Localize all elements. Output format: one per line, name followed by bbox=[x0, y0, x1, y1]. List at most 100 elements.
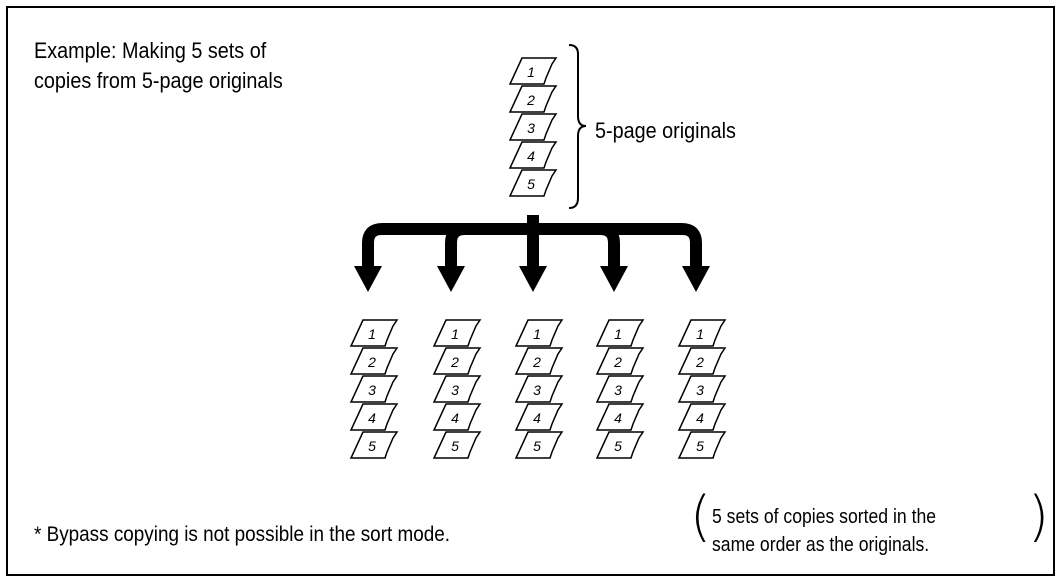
page-outline bbox=[508, 113, 558, 141]
sorted-note-line-2: same order as the originals. bbox=[712, 534, 930, 556]
page-number: 1 bbox=[527, 64, 535, 80]
page-number: 3 bbox=[696, 382, 704, 398]
page-outline bbox=[349, 319, 399, 347]
page-number: 2 bbox=[613, 354, 622, 370]
page-sheet: 5 bbox=[432, 431, 482, 459]
page-number: 5 bbox=[533, 438, 541, 454]
page-sheet: 3 bbox=[595, 375, 645, 403]
page-number: 4 bbox=[533, 410, 541, 426]
page-sheet: 2 bbox=[514, 347, 564, 375]
page-number: 5 bbox=[527, 176, 535, 192]
page-sheet: 2 bbox=[508, 85, 558, 113]
page-outline bbox=[595, 403, 645, 431]
page-sheet: 2 bbox=[349, 347, 399, 375]
arrow-branch-left bbox=[362, 223, 533, 268]
page-sheet: 3 bbox=[349, 375, 399, 403]
page-number: 4 bbox=[527, 148, 535, 164]
page-sheet: 1 bbox=[432, 319, 482, 347]
page-outline bbox=[595, 375, 645, 403]
page-outline bbox=[432, 431, 482, 459]
page-sheet: 1 bbox=[349, 319, 399, 347]
page-sheet: 5 bbox=[595, 431, 645, 459]
sorted-note-close-paren: ) bbox=[1028, 485, 1050, 548]
originals-brace bbox=[568, 44, 587, 209]
page-outline bbox=[677, 375, 727, 403]
sorted-note: 5 sets of copies sorted in the same orde… bbox=[712, 503, 1002, 559]
page-number: 1 bbox=[614, 326, 622, 342]
page-sheet: 3 bbox=[432, 375, 482, 403]
page-outline bbox=[432, 375, 482, 403]
page-number: 4 bbox=[451, 410, 459, 426]
page-outline bbox=[508, 57, 558, 85]
page-sheet: 1 bbox=[595, 319, 645, 347]
page-number: 2 bbox=[532, 354, 541, 370]
example-title: Example: Making 5 sets of copies from 5-… bbox=[34, 38, 283, 93]
page-sheet: 2 bbox=[595, 347, 645, 375]
page-number: 3 bbox=[533, 382, 541, 398]
page-sheet: 4 bbox=[514, 403, 564, 431]
page-number: 3 bbox=[451, 382, 459, 398]
page-sheet: 5 bbox=[677, 431, 727, 459]
page-outline bbox=[349, 347, 399, 375]
arrow-branch-right bbox=[533, 223, 702, 268]
page-outline bbox=[349, 375, 399, 403]
page-number: 1 bbox=[368, 326, 376, 342]
arrow-branch-left-inner bbox=[445, 223, 533, 268]
originals-label: 5-page originals bbox=[595, 118, 736, 143]
page-outline bbox=[514, 375, 564, 403]
page-sheet: 5 bbox=[349, 431, 399, 459]
page-sheet: 2 bbox=[432, 347, 482, 375]
page-sheet: 4 bbox=[677, 403, 727, 431]
page-outline bbox=[508, 85, 558, 113]
page-number: 1 bbox=[533, 326, 541, 342]
page-number: 4 bbox=[614, 410, 622, 426]
page-outline bbox=[514, 347, 564, 375]
page-sheet: 1 bbox=[508, 57, 558, 85]
arrow-head-4 bbox=[600, 266, 628, 292]
page-number: 1 bbox=[696, 326, 704, 342]
page-number: 2 bbox=[367, 354, 376, 370]
page-sheet: 5 bbox=[514, 431, 564, 459]
arrow-head-3 bbox=[519, 266, 547, 292]
page-number: 5 bbox=[696, 438, 704, 454]
page-number: 4 bbox=[368, 410, 376, 426]
distribution-arrows bbox=[362, 215, 702, 268]
page-number: 2 bbox=[695, 354, 704, 370]
page-sheet: 4 bbox=[508, 141, 558, 169]
copy-set-stack-3: 1 2 3 4 5 bbox=[514, 319, 564, 459]
page-outline bbox=[595, 347, 645, 375]
page-number: 3 bbox=[527, 120, 535, 136]
page-sheet: 3 bbox=[677, 375, 727, 403]
page-sheet: 3 bbox=[508, 113, 558, 141]
page-outline bbox=[349, 431, 399, 459]
page-outline bbox=[508, 169, 558, 197]
page-outline bbox=[677, 431, 727, 459]
page-sheet: 4 bbox=[349, 403, 399, 431]
page-outline bbox=[595, 319, 645, 347]
page-outline bbox=[432, 319, 482, 347]
page-outline bbox=[595, 431, 645, 459]
page-number: 2 bbox=[526, 92, 535, 108]
arrow-heads bbox=[354, 266, 710, 292]
page-outline bbox=[677, 347, 727, 375]
sorted-note-open-paren: ( bbox=[690, 485, 712, 548]
page-sheet: 1 bbox=[677, 319, 727, 347]
copy-set-stack-4: 1 2 3 4 5 bbox=[595, 319, 645, 459]
page-number: 5 bbox=[451, 438, 459, 454]
copy-set-stack-1: 1 2 3 4 5 bbox=[349, 319, 399, 459]
page-sheet: 2 bbox=[677, 347, 727, 375]
arrow-head-2 bbox=[437, 266, 465, 292]
page-outline bbox=[349, 403, 399, 431]
page-sheet: 1 bbox=[514, 319, 564, 347]
page-outline bbox=[514, 431, 564, 459]
page-outline bbox=[677, 319, 727, 347]
page-number: 3 bbox=[614, 382, 622, 398]
page-outline bbox=[514, 403, 564, 431]
copy-set-stack-5: 1 2 3 4 5 bbox=[677, 319, 727, 459]
page-outline bbox=[514, 319, 564, 347]
page-outline bbox=[677, 403, 727, 431]
original-page-stack: 1 2 3 4 5 bbox=[508, 57, 558, 197]
page-outline bbox=[508, 141, 558, 169]
